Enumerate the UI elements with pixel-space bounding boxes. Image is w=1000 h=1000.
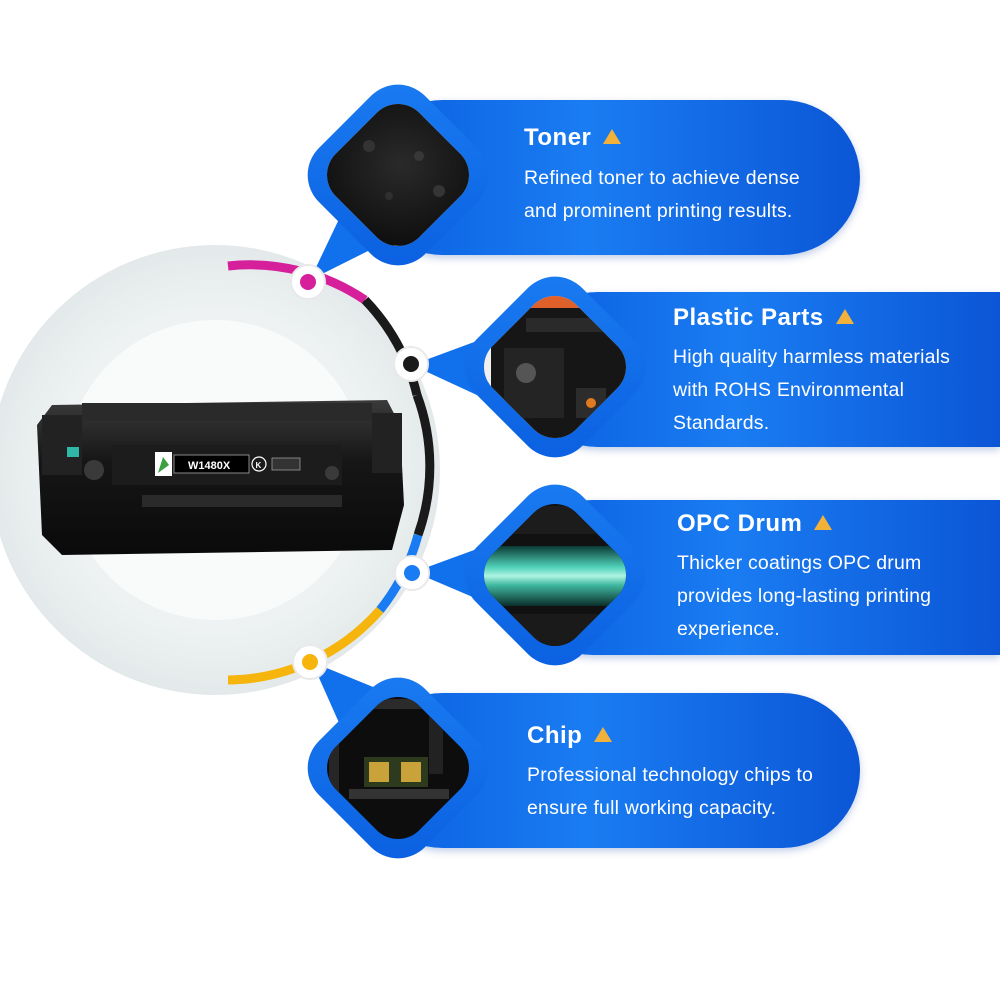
chip-description: Professional technology chips to ensure … xyxy=(527,764,814,819)
toner-title: Toner xyxy=(524,124,622,152)
opc-drum-dot xyxy=(394,555,430,591)
toner-description: Refined toner to achieve dense and promi… xyxy=(524,167,800,222)
opc-drum-title: OPC Drum xyxy=(677,510,833,538)
chip-title: Chip xyxy=(527,722,613,750)
triangle-icon xyxy=(594,727,613,743)
triangle-icon xyxy=(835,309,854,325)
plastic-parts-title: Plastic Parts xyxy=(673,304,854,332)
opc-drum-description: Thicker coatings OPC drum provides long-… xyxy=(677,552,932,640)
toner-dot xyxy=(290,264,326,300)
chip-dot xyxy=(292,644,328,680)
triangle-icon xyxy=(814,515,833,531)
plastic-parts-description: High quality harmless materials with ROH… xyxy=(673,346,951,434)
plastic-parts-dot xyxy=(393,346,429,382)
cartridge-color-badge: K xyxy=(256,461,262,470)
toner-cartridge-illustration: W1480X K xyxy=(37,400,404,555)
triangle-icon xyxy=(603,129,622,145)
cartridge-label-code: W1480X xyxy=(188,460,231,472)
